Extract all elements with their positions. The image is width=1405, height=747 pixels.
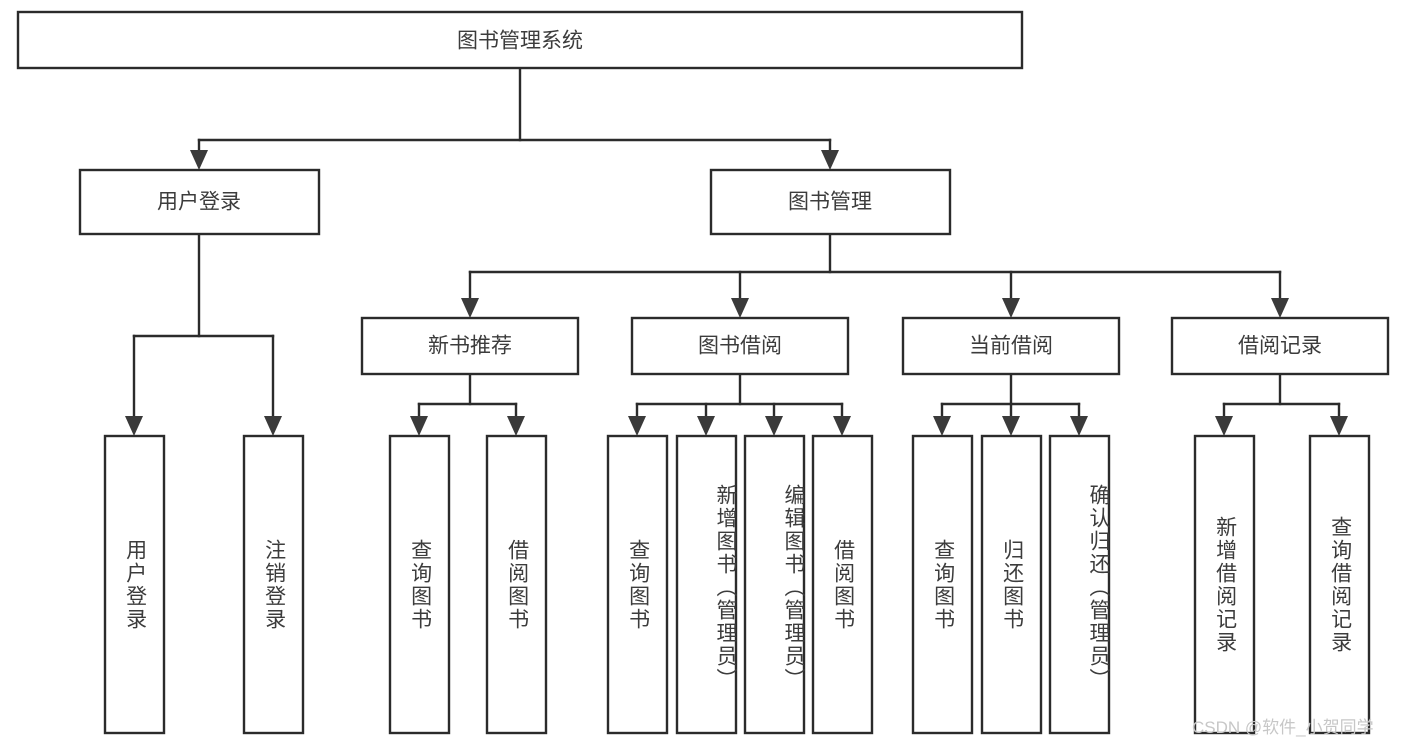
arrowhead-to-leaf-4 [507,416,525,436]
arrowhead-to-leaf-2 [264,416,282,436]
arrowhead-to-leaf-3 [410,416,428,436]
node-new-book-recommend-label: 新书推荐 [428,335,512,358]
arrowhead-to-leaf-1 [125,416,143,436]
arrowhead-to-book-mgmt [821,150,839,170]
leaf-box-return-book[interactable] [980,434,1043,735]
arrowhead-to-new-book [461,298,479,318]
leaf-box-query-book-3[interactable] [911,434,974,735]
leaf-box-add-book-admin[interactable] [675,434,738,735]
arrowhead-to-leaf-13 [1330,416,1348,436]
arrowhead-to-current [1002,298,1020,318]
leaf-box-query-book-1[interactable] [388,434,451,735]
node-current-borrow-box[interactable] [901,316,1121,376]
connector-group [132,66,1341,420]
node-current-borrow[interactable]: 当前借阅 [901,316,1121,376]
arrowhead-to-borrow [731,298,749,318]
leaf-box-edit-book-admin[interactable] [743,434,806,735]
node-root-box[interactable] [16,10,1024,70]
node-borrow-record-label: 借阅记录 [1238,335,1322,358]
node-current-borrow-label: 当前借阅 [969,335,1053,358]
node-borrow-record[interactable]: 借阅记录 [1170,316,1390,376]
node-book-borrow[interactable]: 图书借阅 [630,316,850,376]
leaf-box-query-book-2[interactable] [606,434,669,735]
leaf-box-logout[interactable] [242,434,305,735]
node-book-management-label: 图书管理 [788,191,872,214]
node-book-management[interactable]: 图书管理 [709,168,952,236]
arrowhead-to-leaf-9 [933,416,951,436]
arrowhead-to-leaf-12 [1215,416,1233,436]
node-root[interactable]: 图书管理系统 [16,10,1024,70]
node-book-borrow-label: 图书借阅 [698,335,782,358]
arrowhead-to-user-login [190,150,208,170]
leaf-box-confirm-return[interactable] [1048,434,1111,735]
arrowhead-to-leaf-8 [833,416,851,436]
arrowhead-group [125,150,1348,436]
leaf-box-borrow-book-2[interactable] [811,434,874,735]
arrowhead-to-leaf-5 [628,416,646,436]
leaf-box-borrow-book-1[interactable] [485,434,548,735]
node-book-borrow-box[interactable] [630,316,850,376]
node-root-label: 图书管理系统 [457,30,583,53]
leaf-box-query-record[interactable] [1308,434,1371,735]
arrowhead-to-leaf-6 [697,416,715,436]
node-user-login-label: 用户登录 [157,191,241,214]
node-user-login[interactable]: 用户登录 [78,168,321,236]
arrowhead-to-leaf-11 [1070,416,1088,436]
leaf-box-group [103,434,1371,735]
node-new-book-recommend-box[interactable] [360,316,580,376]
leaf-box-user-login[interactable] [103,434,166,735]
leaf-box-add-record[interactable] [1193,434,1256,735]
node-borrow-record-box[interactable] [1170,316,1390,376]
node-user-login-box[interactable] [78,168,321,236]
watermark-label: CSDN @软件_小贺同学 [1192,718,1374,737]
arrowhead-to-leaf-10 [1002,416,1020,436]
node-new-book-recommend[interactable]: 新书推荐 [360,316,580,376]
arrowhead-to-record [1271,298,1289,318]
node-book-management-box[interactable] [709,168,952,236]
arrowhead-to-leaf-7 [765,416,783,436]
